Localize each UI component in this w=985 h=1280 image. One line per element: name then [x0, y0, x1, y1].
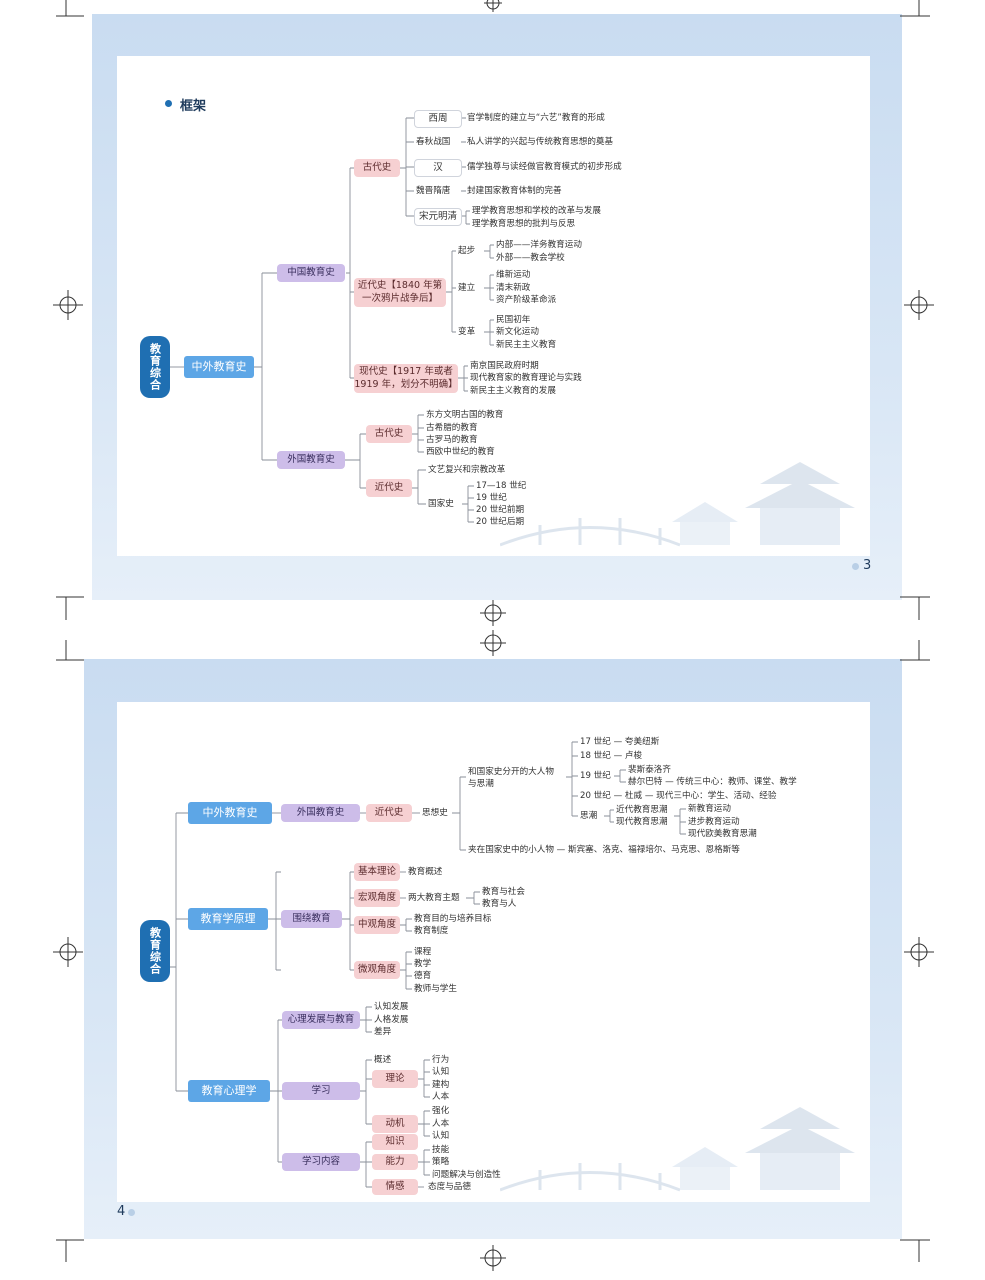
hongguan-item-1: 教育与社会 — [482, 887, 525, 898]
xinli-item-3: 差异 — [374, 1027, 391, 1038]
nengli-item-1: 技能 — [432, 1145, 449, 1156]
sichao-item-1: 近代教育思潮 — [616, 805, 668, 816]
c19-item-2: 赫尔巴特 — 传统三中心：教师、课堂、教学 — [628, 777, 797, 788]
lilun-item-1: 行为 — [432, 1055, 449, 1066]
lilun-item-3: 建构 — [432, 1080, 449, 1091]
node-neirong: 学习内容 — [282, 1153, 360, 1171]
qinggan-item: 态度与品德 — [428, 1182, 471, 1193]
node-waiguo: 外国教育史 — [281, 804, 360, 822]
xinli-item-1: 认知发展 — [374, 1002, 408, 1013]
dongji-item-3: 认知 — [432, 1131, 449, 1142]
jiben-item: 教育概述 — [408, 867, 442, 878]
c17: 17 世纪 — 夸美纽斯 — [580, 737, 659, 748]
zhongguan-item-2: 教育制度 — [414, 926, 448, 937]
node-jindai: 近代史 — [366, 804, 412, 822]
node-hongguan: 宏观角度 — [354, 889, 400, 907]
node-zhongwai-2: 中外教育史 — [188, 802, 272, 824]
weiguan-item-4: 教师与学生 — [414, 984, 457, 995]
nengli-item-3: 问题解决与创造性 — [432, 1170, 501, 1181]
c19-item-1: 裴斯泰洛齐 — [628, 765, 671, 776]
label-big-1: 和国家史分开的大人物 — [468, 767, 554, 778]
node-jiben: 基本理论 — [354, 863, 400, 881]
root-node-2: 教育综合 — [140, 920, 170, 982]
node-xuexi: 学习 — [282, 1082, 360, 1100]
page-number-dot-bottom — [128, 1209, 135, 1216]
xinli-item-2: 人格发展 — [374, 1015, 408, 1026]
label-big-2: 与思潮 — [468, 779, 494, 790]
hongguan-mid: 两大教育主题 — [408, 893, 460, 904]
sichao-sub-1: 新教育运动 — [688, 804, 731, 815]
sichao-item-2: 现代教育思潮 — [616, 817, 668, 828]
node-xinli: 心理发展与教育 — [282, 1011, 360, 1029]
node-zhongguan: 中观角度 — [354, 916, 400, 934]
node-weiguan: 微观角度 — [354, 961, 400, 979]
zhongguan-item-1: 教育目的与培养目标 — [414, 914, 491, 925]
c20: 20 世纪 — 杜威 — 现代三中心：学生、活动、经验 — [580, 791, 776, 802]
weiguan-item-2: 教学 — [414, 959, 431, 970]
weiguan-item-3: 德育 — [414, 971, 431, 982]
label-sichao: 思潮 — [580, 811, 597, 822]
label-small: 夹在国家史中的小人物 — 斯宾塞、洛克、福禄培尔、马克思、恩格斯等 — [468, 845, 740, 856]
hongguan-item-2: 教育与人 — [482, 899, 516, 910]
node-zhishi: 知识 — [372, 1134, 418, 1150]
label-gaishu: 概述 — [374, 1055, 391, 1066]
label-sixiang: 思想史 — [422, 808, 448, 819]
node-xinlixue: 教育心理学 — [188, 1080, 270, 1102]
c18: 18 世纪 — 卢梭 — [580, 751, 642, 762]
node-lilun: 理论 — [372, 1070, 418, 1088]
node-nengli: 能力 — [372, 1154, 418, 1170]
node-weirao: 围绕教育 — [281, 910, 342, 928]
sichao-sub-3: 现代欧美教育思潮 — [688, 829, 757, 840]
lilun-item-4: 人本 — [432, 1092, 449, 1103]
node-jiaoyuxue: 教育学原理 — [188, 908, 268, 930]
dongji-item-1: 强化 — [432, 1106, 449, 1117]
lilun-item-2: 认知 — [432, 1067, 449, 1078]
dongji-item-2: 人本 — [432, 1119, 449, 1130]
c19: 19 世纪 — [580, 771, 611, 782]
sichao-sub-2: 进步教育运动 — [688, 817, 740, 828]
node-qinggan: 情感 — [372, 1179, 418, 1195]
node-dongji: 动机 — [372, 1115, 418, 1133]
page-number-bottom: 4 — [117, 1204, 125, 1219]
weiguan-item-1: 课程 — [414, 947, 431, 958]
nengli-item-2: 策略 — [432, 1157, 449, 1168]
